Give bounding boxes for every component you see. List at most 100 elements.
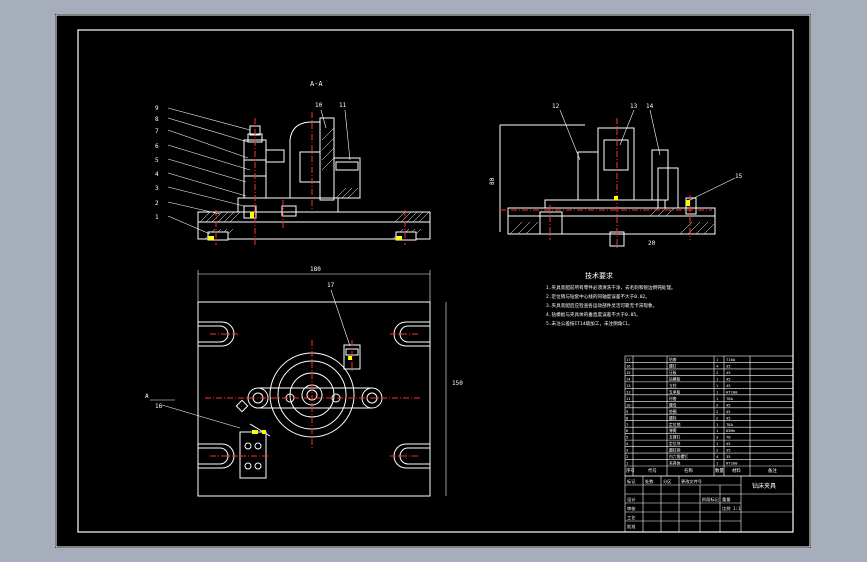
bom-cell-qty: 2 bbox=[716, 448, 718, 453]
bom-cell-mat: 45 bbox=[726, 441, 731, 446]
side-view-leaders bbox=[500, 109, 736, 201]
svg-text:5: 5 bbox=[155, 157, 159, 164]
svg-text:6: 6 bbox=[155, 143, 159, 150]
svg-text:设计: 设计 bbox=[627, 496, 635, 503]
bom-cell-qty: 1 bbox=[716, 383, 719, 388]
title-block-text: 标记 处数 分区 更改文件号 设计 审核 工艺 批准 阶段标记 重量 比例 1:… bbox=[627, 478, 776, 530]
front-section-view[interactable]: A-A bbox=[197, 80, 431, 245]
bom-cell-qty: 2 bbox=[716, 402, 718, 407]
bom-cell-no: 9 bbox=[626, 409, 629, 414]
svg-text:5.未注公差按IT14级加工，未注倒角C1。: 5.未注公差按IT14级加工，未注倒角C1。 bbox=[546, 320, 632, 327]
side-view[interactable] bbox=[499, 118, 716, 250]
bom-cell-mat: 45 bbox=[726, 402, 731, 407]
svg-text:重量: 重量 bbox=[722, 496, 730, 503]
svg-text:批准: 批准 bbox=[627, 523, 635, 530]
section-label: A-A bbox=[310, 80, 323, 88]
bom-cell-qty: 1 bbox=[716, 428, 719, 433]
bom-cell-name: 钻套 bbox=[669, 357, 677, 362]
svg-text:分区: 分区 bbox=[663, 478, 671, 485]
title-block[interactable] bbox=[624, 475, 794, 533]
bom-cell-mat: 45 bbox=[726, 370, 731, 375]
bom-cell-name: 内六角螺钉 bbox=[669, 454, 688, 459]
bom-cell-mat: 45 bbox=[726, 383, 731, 388]
svg-text:更改文件号: 更改文件号 bbox=[681, 478, 702, 485]
bom-cell-no: 1 bbox=[626, 461, 629, 466]
drawing-sheet bbox=[55, 14, 811, 548]
bom-cell-no: 10 bbox=[626, 402, 631, 407]
bom-cell-no: 3 bbox=[626, 448, 628, 453]
tech-requirements: 技术要求 1.夹具装配前所有零件必须清洗干净，去毛刺和锐边倒钝处理。 2.定位销… bbox=[546, 271, 676, 327]
bom-cell-qty: 2 bbox=[716, 415, 718, 420]
bom-cell-name: 圆柱销 bbox=[669, 448, 681, 453]
bom-cell-mat: HT200 bbox=[726, 461, 738, 466]
bom-cell-mat: T10A bbox=[726, 357, 736, 362]
bom-cell-qty: 2 bbox=[716, 409, 718, 414]
svg-text:4: 4 bbox=[155, 171, 159, 178]
svg-text:数量: 数量 bbox=[715, 467, 724, 474]
svg-text:工艺: 工艺 bbox=[627, 515, 635, 520]
svg-text:处数: 处数 bbox=[645, 478, 654, 485]
svg-text:材料: 材料 bbox=[732, 467, 741, 474]
bom-cell-mat: 35 bbox=[726, 364, 731, 369]
svg-text:16: 16 bbox=[155, 403, 163, 410]
bom-cell-qty: 1 bbox=[716, 389, 719, 394]
svg-text:比例: 比例 bbox=[722, 505, 730, 512]
bom-cell-qty: 1 bbox=[716, 357, 719, 362]
bom-cell-name: 立柱 bbox=[669, 383, 677, 388]
bom-cell-name: 压板 bbox=[669, 370, 677, 375]
svg-text:9: 9 bbox=[155, 105, 159, 112]
svg-text:10: 10 bbox=[315, 102, 323, 109]
svg-text:代号: 代号 bbox=[648, 467, 657, 474]
svg-text:1.夹具装配前所有零件必须清洗干净，去毛刺和锐边倒钝处理。: 1.夹具装配前所有零件必须清洗干净，去毛刺和锐边倒钝处理。 bbox=[546, 284, 676, 291]
svg-text:15: 15 bbox=[735, 173, 743, 180]
bom-cell-name: 弹簧 bbox=[669, 428, 677, 433]
drawing-title: 钻床夹具 bbox=[752, 482, 776, 490]
svg-text:17: 17 bbox=[327, 282, 335, 289]
svg-text:A: A bbox=[145, 393, 149, 400]
outer-frame bbox=[55, 14, 811, 548]
side-view-balloons: 12 13 14 15 80 20 bbox=[489, 103, 743, 247]
bom-cell-name: 支承板 bbox=[669, 389, 681, 394]
bom-cell-mat: 35 bbox=[726, 454, 731, 459]
svg-text:备注: 备注 bbox=[768, 467, 777, 474]
bom-cell-no: 2 bbox=[626, 454, 628, 459]
svg-text:3.夹具装配后应检查各运动部件灵活可靠无卡滞现象。: 3.夹具装配后应检查各运动部件灵活可靠无卡滞现象。 bbox=[546, 302, 657, 309]
plan-view-annotations: 180 150 17 16 A bbox=[145, 266, 463, 410]
svg-text:20: 20 bbox=[648, 240, 656, 247]
bom-cell-no: 4 bbox=[626, 441, 629, 446]
bom-cell-mat: 65Mn bbox=[726, 428, 735, 433]
bom-cell-no: 12 bbox=[626, 389, 631, 394]
svg-text:1: 1 bbox=[155, 214, 159, 221]
bom-cell-name: 定位块 bbox=[669, 441, 681, 446]
bom-cell-qty: 4 bbox=[716, 364, 719, 369]
svg-text:8: 8 bbox=[155, 116, 159, 123]
svg-text:150: 150 bbox=[452, 380, 463, 387]
bom-cell-qty: 1 bbox=[716, 376, 719, 381]
svg-text:14: 14 bbox=[646, 103, 654, 110]
plan-view[interactable] bbox=[197, 270, 447, 497]
svg-text:3: 3 bbox=[155, 185, 159, 192]
svg-text:80: 80 bbox=[489, 177, 496, 185]
svg-text:7: 7 bbox=[155, 128, 159, 135]
svg-text:180: 180 bbox=[310, 266, 321, 273]
svg-text:审核: 审核 bbox=[627, 505, 636, 512]
bom-cell-qty: 1 bbox=[716, 441, 719, 446]
bom-cell-no: 7 bbox=[626, 422, 628, 427]
bom-cell-mat: T8 bbox=[726, 435, 731, 440]
bom-cell-mat: 45 bbox=[726, 415, 731, 420]
front-view-balloons: 9 8 7 6 5 4 3 2 1 10 11 bbox=[155, 102, 347, 221]
svg-text:13: 13 bbox=[630, 103, 638, 110]
bom-cell-no: 13 bbox=[626, 383, 631, 388]
bom-cell-no: 17 bbox=[626, 357, 631, 362]
bom-cell-mat: 35 bbox=[726, 448, 731, 453]
bom-cell-qty: 2 bbox=[716, 370, 718, 375]
bom-cell-name: 衬套 bbox=[669, 396, 677, 401]
bom-header: 序号 代号 名称 数量 材料 备注 bbox=[626, 467, 777, 474]
bom-cell-qty: 3 bbox=[716, 435, 718, 440]
bom-cell-mat: T8A bbox=[726, 422, 734, 427]
bom-cell-qty: 1 bbox=[716, 461, 719, 466]
svg-text:2: 2 bbox=[155, 200, 159, 207]
svg-text:12: 12 bbox=[552, 103, 560, 110]
inner-frame bbox=[77, 29, 794, 533]
